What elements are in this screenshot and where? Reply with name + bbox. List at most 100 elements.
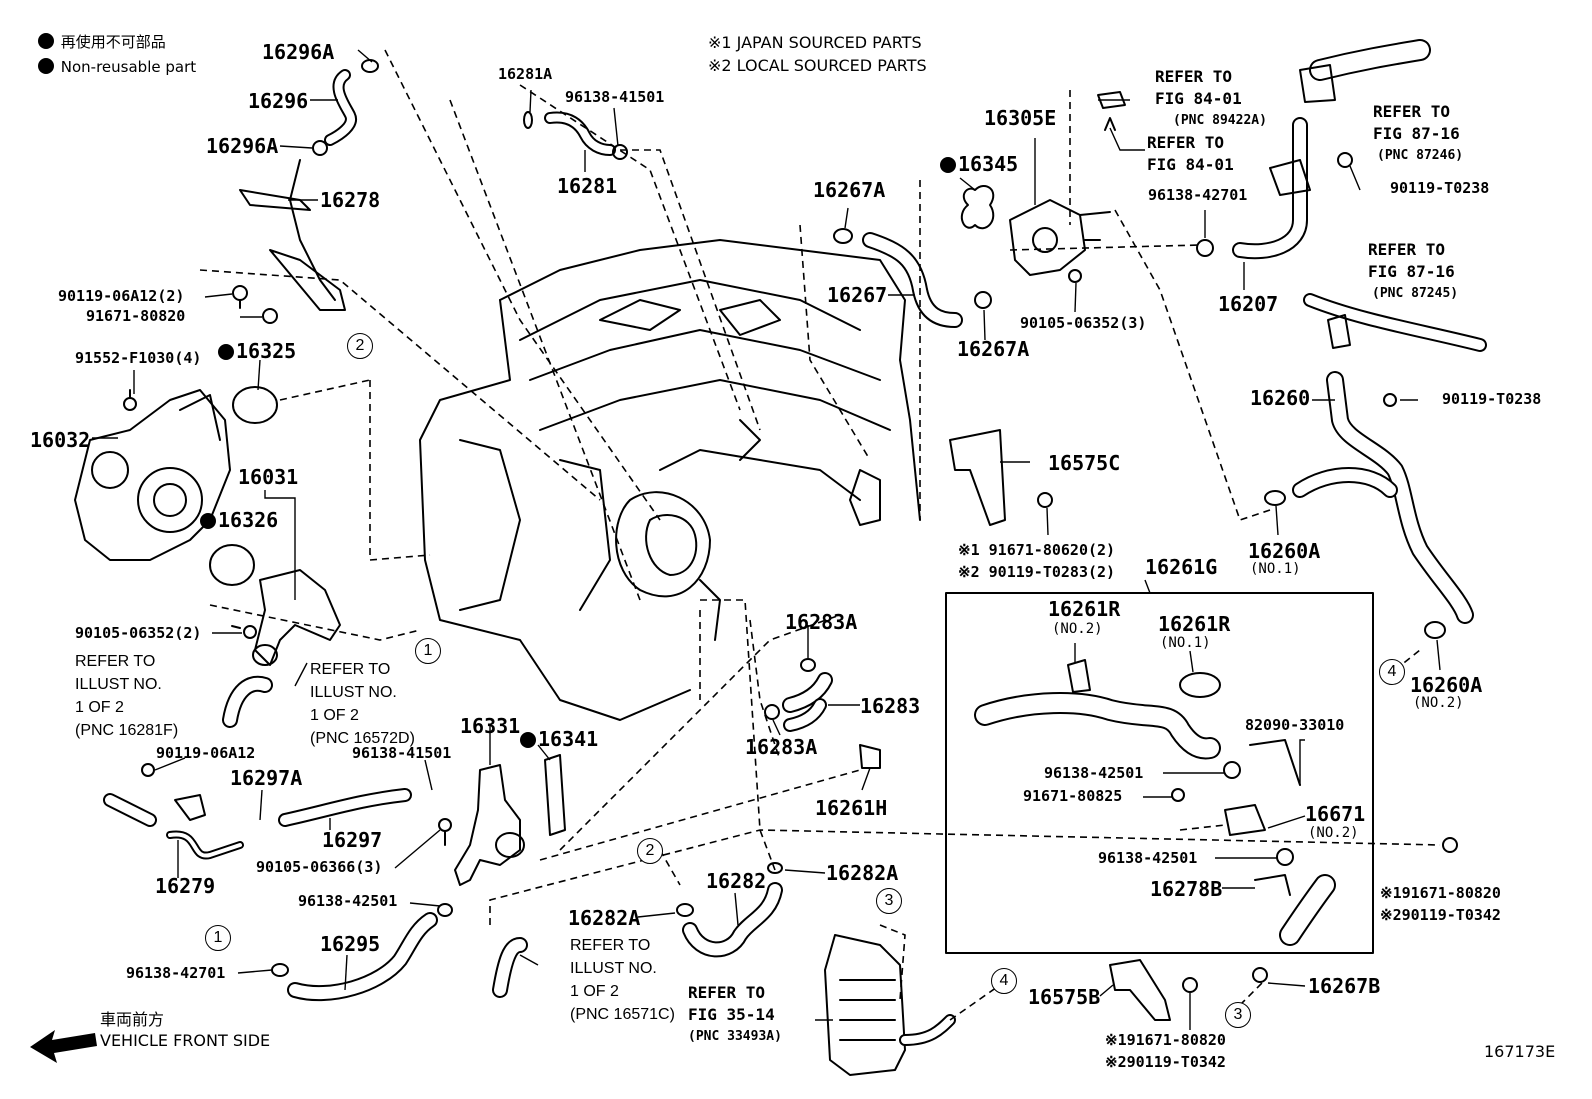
refer-line: FIG 35-14 bbox=[688, 1005, 775, 1024]
hose-87-16b bbox=[1303, 293, 1487, 352]
part-label: 96138-41501 bbox=[352, 744, 452, 762]
part-label: 16296A bbox=[262, 40, 335, 64]
gaskets-left bbox=[209, 386, 278, 586]
illust-line: REFER TO bbox=[75, 653, 156, 670]
part-label: 16282 bbox=[706, 869, 767, 893]
illust-line: ILLUST NO. bbox=[570, 960, 657, 977]
part-label: 16031 bbox=[238, 465, 299, 489]
part-label: 90105-06352(2) bbox=[75, 624, 202, 642]
part-number: 16325 bbox=[236, 339, 297, 363]
connection-marker-1: 1 bbox=[415, 638, 441, 664]
part-label: ※2 90119-T0283(2) bbox=[958, 563, 1116, 581]
part-label: 16283A bbox=[745, 735, 818, 759]
refer-line: (PNC 33493A) bbox=[688, 1029, 782, 1044]
part-label: ※191671-80820 bbox=[1380, 884, 1501, 902]
connection-marker-2: 2 bbox=[637, 838, 663, 864]
part-label: 90119-T0238 bbox=[1390, 179, 1490, 197]
legend-item-jp: 再使用不可部品 bbox=[38, 33, 166, 50]
part-label: 91671-80825 bbox=[1023, 787, 1123, 805]
part-label: 16297 bbox=[322, 828, 383, 852]
part-label: 16281 bbox=[557, 174, 618, 198]
connection-marker-3: 3 bbox=[1225, 1002, 1251, 1028]
part-label: 90105-06366(3) bbox=[256, 858, 383, 876]
water-pump-16032 bbox=[74, 389, 231, 561]
sensor-84-01 bbox=[1097, 91, 1126, 131]
connection-marker-3: 3 bbox=[876, 888, 902, 914]
part-label: 96138-42501 bbox=[1098, 849, 1198, 867]
part-label: ※191671-80820 bbox=[1105, 1031, 1226, 1049]
hose-16296 bbox=[312, 59, 379, 156]
refer-fig-84-01-b: REFER TO FIG 84-01 bbox=[1147, 132, 1234, 176]
refer-line: REFER TO bbox=[1155, 67, 1233, 86]
non-reusable-dot-icon bbox=[940, 157, 956, 173]
refer-fig-35-14: REFER TO FIG 35-14 (PNC 33493A) bbox=[688, 982, 782, 1048]
bracket-16575C bbox=[949, 429, 1053, 526]
refer-line: FIG 84-01 bbox=[1147, 155, 1234, 174]
part-label: 16281A bbox=[498, 65, 553, 83]
hose-illus-left bbox=[222, 675, 528, 998]
bypass-16305E bbox=[960, 185, 1111, 283]
legend-item-en: Non-reusable part bbox=[38, 58, 196, 75]
part-label: 16260A bbox=[1248, 539, 1321, 563]
hose-16261G bbox=[974, 659, 1336, 946]
part-label: 16267A bbox=[813, 178, 886, 202]
part-label: 16671 bbox=[1305, 802, 1366, 826]
subassembly-16261G-box bbox=[945, 592, 1374, 954]
part-label: 90105-06352(3) bbox=[1020, 314, 1147, 332]
part-label: 96138-41501 bbox=[565, 88, 665, 106]
part-label: 90119-06A12(2) bbox=[58, 287, 185, 305]
bracket-16575B bbox=[1109, 837, 1458, 1021]
part-label: 16261G bbox=[1145, 555, 1218, 579]
hose-16282 bbox=[676, 862, 783, 958]
refer-line: REFER TO bbox=[688, 983, 766, 1002]
refer-line: FIG 84-01 bbox=[1155, 89, 1242, 108]
part-label: 16261R bbox=[1158, 612, 1231, 636]
part-label-sub: (NO.1) bbox=[1160, 635, 1211, 651]
engine-block bbox=[419, 239, 921, 721]
direction-label-jp: 車両前方 bbox=[100, 1010, 165, 1029]
part-label: 16267B bbox=[1308, 974, 1381, 998]
hose-16279 bbox=[103, 793, 244, 860]
part-label: 90119-06A12 bbox=[156, 744, 256, 762]
legend-text-jp: 再使用不可部品 bbox=[60, 33, 166, 51]
illust-line: (PNC 16281F) bbox=[75, 722, 179, 739]
hose-16295 bbox=[271, 903, 453, 1002]
illust-line: 1 OF 2 bbox=[310, 707, 359, 724]
hose-16281 bbox=[523, 111, 628, 160]
part-label: 16282A bbox=[568, 906, 641, 930]
illust-line: ILLUST NO. bbox=[75, 676, 162, 693]
illust-line: REFER TO bbox=[570, 937, 651, 954]
part-label-nonreusable: 16345 bbox=[940, 154, 1018, 174]
part-label-sub: (NO.2) bbox=[1413, 695, 1464, 711]
part-label: 16305E bbox=[984, 106, 1057, 130]
part-label-nonreusable: 16325 bbox=[218, 341, 296, 361]
connection-marker-4: 4 bbox=[991, 968, 1017, 994]
part-label-nonreusable: 16341 bbox=[520, 729, 598, 749]
part-label: 16283 bbox=[860, 694, 921, 718]
part-number: 16341 bbox=[538, 727, 599, 751]
bolts-left bbox=[123, 285, 452, 846]
front-arrow-icon bbox=[30, 1030, 97, 1063]
part-label: 16261H bbox=[815, 796, 888, 820]
part-label: 16278B bbox=[1150, 877, 1223, 901]
note-japan-sourced: ※1 JAPAN SOURCED PARTS bbox=[708, 33, 922, 52]
part-label: 82090-33010 bbox=[1245, 716, 1345, 734]
part-number: 16326 bbox=[218, 508, 279, 532]
hose-16260 bbox=[1264, 371, 1474, 639]
refer-line: REFER TO bbox=[1368, 240, 1446, 259]
part-label: 91552-F1030(4) bbox=[75, 349, 202, 367]
refer-line: (PNC 87245) bbox=[1372, 286, 1459, 301]
non-reusable-dot-icon bbox=[38, 33, 54, 49]
part-label: 16267 bbox=[827, 283, 888, 307]
part-label: 16283A bbox=[785, 610, 858, 634]
connection-marker-1: 1 bbox=[205, 925, 231, 951]
connection-marker-4: 4 bbox=[1379, 659, 1405, 685]
refer-line: REFER TO bbox=[1147, 133, 1225, 152]
part-label-sub: (NO.2) bbox=[1308, 825, 1359, 841]
refer-line: REFER TO bbox=[1373, 102, 1451, 121]
refer-line: FIG 87-16 bbox=[1368, 262, 1455, 281]
